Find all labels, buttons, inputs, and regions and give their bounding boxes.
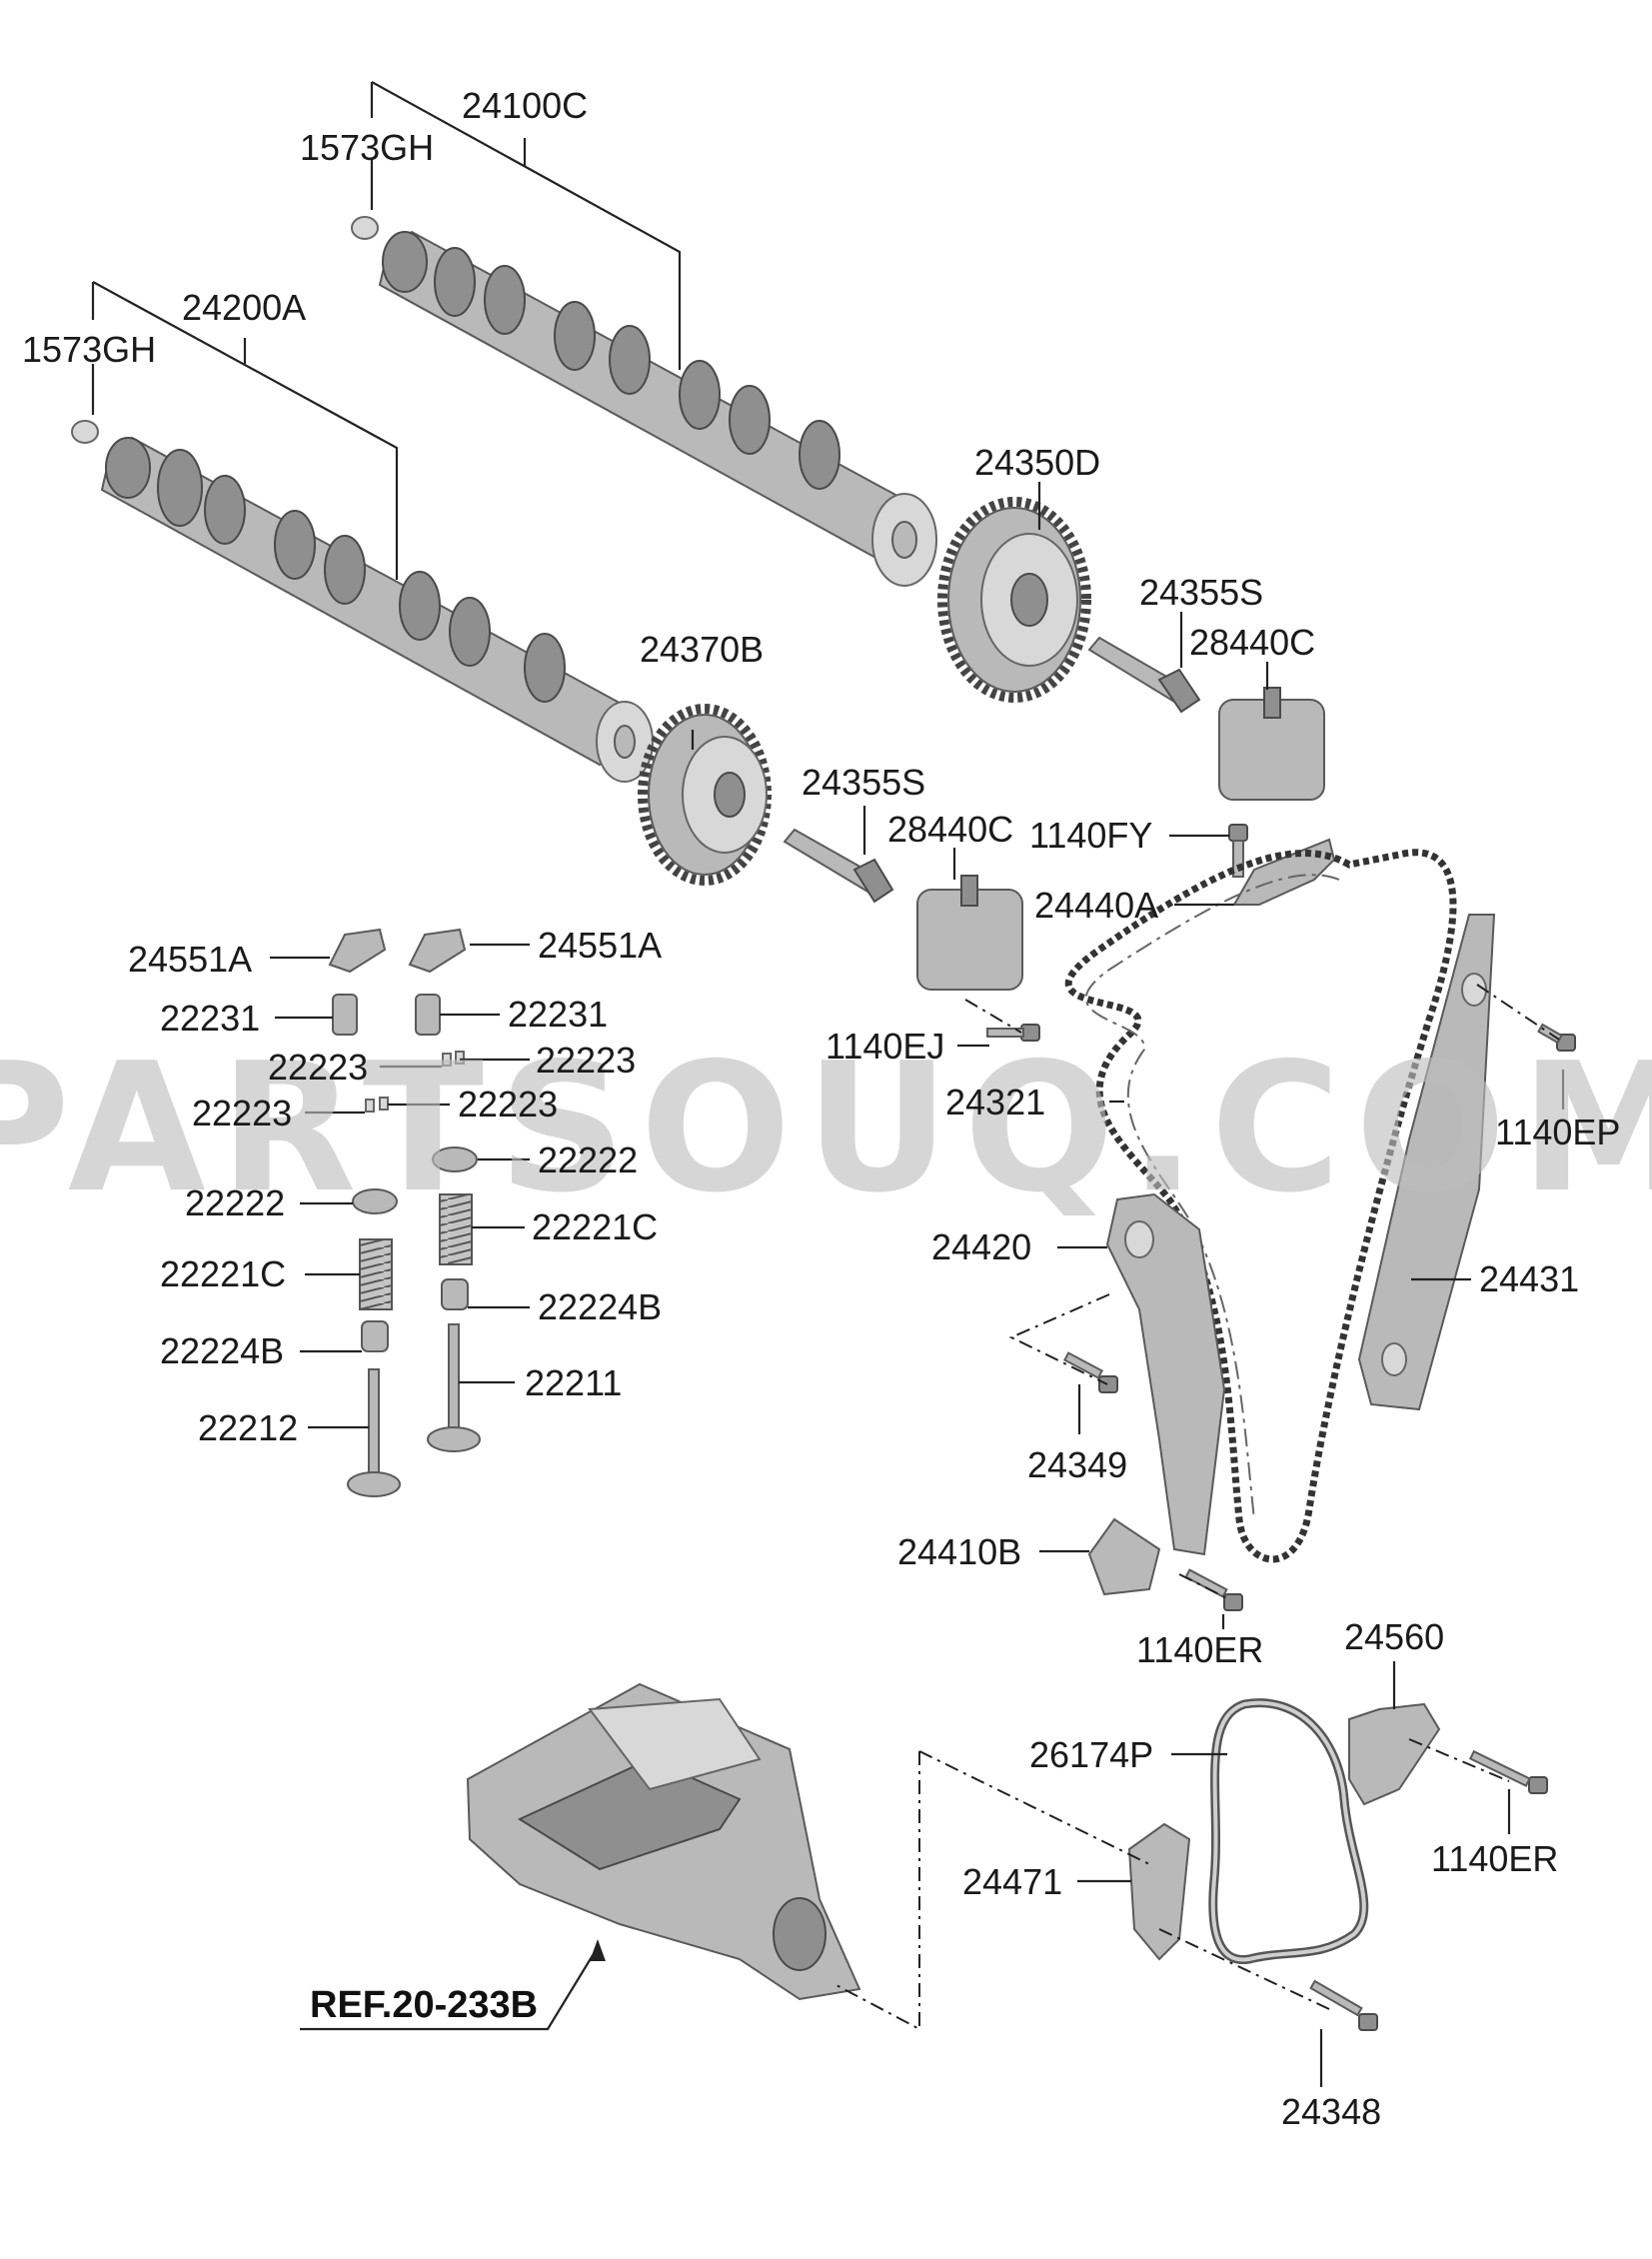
label-24410B[interactable]: 24410B [897,1531,1021,1572]
label-22221C-right[interactable]: 22221C [532,1206,658,1247]
chain-tensioner [1087,1517,1161,1596]
label-1140ER-upper[interactable]: 1140ER [1136,1629,1263,1670]
label-24100C[interactable]: 24100C [462,85,588,126]
label-24551A-right[interactable]: 24551A [538,925,662,966]
label-24471[interactable]: 24471 [962,1861,1062,1902]
camshaft-plug-lower [71,420,99,444]
label-24349[interactable]: 24349 [1027,1444,1127,1485]
label-24355S-upper[interactable]: 24355S [1139,572,1263,613]
label-24200A[interactable]: 24200A [182,287,306,328]
label-1573GH-upper[interactable]: 1573GH [300,127,434,168]
bolt-1140EJ [986,1024,1040,1042]
bolt-24348 [1309,1979,1378,2031]
label-24420[interactable]: 24420 [931,1226,1031,1267]
oil-control-solenoid-upper [1218,687,1325,801]
retainer-locks [365,1051,465,1113]
valve-intake [347,1368,401,1497]
valve-exhaust [427,1323,481,1452]
label-24551A-left[interactable]: 24551A [128,939,252,980]
camshaft-intake [378,230,937,587]
leader-lines [91,81,1565,2087]
reference-label[interactable]: REF.20-233B [310,1984,538,2026]
label-22223-4[interactable]: 22223 [458,1084,558,1125]
bolt-1140ER-lower [1468,1749,1548,1794]
rocker-arm-left [328,928,387,974]
spring-retainer-right [432,1146,478,1172]
label-24560[interactable]: 24560 [1344,1616,1444,1657]
valve-stem-seal-left [361,1320,389,1352]
lash-adjuster-left [332,994,358,1036]
cvvt-bolt-lower [783,828,894,904]
label-22221C-left[interactable]: 22221C [160,1253,286,1294]
label-24440A[interactable]: 24440A [1034,885,1158,926]
balance-shaft-chain [1208,1698,1369,1964]
label-1140EJ[interactable]: 1140EJ [826,1026,944,1067]
label-1140ER-lower[interactable]: 1140ER [1431,1838,1558,1879]
timing-chain [1065,849,1457,1563]
camshaft-exhaust [100,436,654,783]
dashed-leaders [833,984,1560,2031]
label-24321[interactable]: 24321 [945,1082,1045,1123]
watermark: PARTSOUQ.COM [0,1025,1652,1231]
oil-control-solenoid-lower [916,875,1023,991]
label-26174P[interactable]: 26174P [1029,1734,1153,1775]
label-24431[interactable]: 24431 [1479,1258,1579,1299]
label-22223-2[interactable]: 22223 [536,1040,636,1081]
label-22231-right[interactable]: 22231 [508,994,608,1035]
label-24355S-lower[interactable]: 24355S [802,762,925,803]
balance-chain-tensioner [1348,1702,1441,1806]
bolt-1140FY [1228,824,1248,878]
label-22223-3[interactable]: 22223 [192,1093,292,1133]
cvvt-bolt-upper [1087,636,1201,714]
balance-shaft-oil-pump-module [466,1682,861,2001]
valve-spring-left [359,1238,393,1310]
valve-spring-right [439,1193,473,1265]
cvvt-sprocket-lower [638,704,772,886]
label-22222-left[interactable]: 22222 [185,1182,285,1223]
label-22224B-left[interactable]: 22224B [160,1330,284,1371]
label-24348[interactable]: 24348 [1281,2091,1381,2132]
upper-chain-guide [1232,838,1336,906]
label-28440C-lower[interactable]: 28440C [887,809,1013,850]
bolt-24349 [1062,1351,1118,1393]
label-22223-1[interactable]: 22223 [268,1047,368,1088]
part-number-labels: 24100C 1573GH 24200A 1573GH 24350D 24355… [22,85,1620,2132]
label-22211[interactable]: 22211 [525,1362,622,1403]
label-28440C-upper[interactable]: 28440C [1189,622,1315,663]
label-22231-left[interactable]: 22231 [160,998,260,1039]
cvvt-sprocket-upper [937,497,1091,703]
label-1140FY[interactable]: 1140FY [1029,815,1152,856]
label-24350D[interactable]: 24350D [974,442,1100,483]
valve-stem-seal-right [441,1278,469,1310]
spring-retainer-left [352,1188,398,1214]
label-22212[interactable]: 22212 [198,1407,298,1448]
label-1573GH-lower[interactable]: 1573GH [22,329,156,370]
label-1140EP[interactable]: 1140EP [1495,1112,1620,1152]
label-24370B[interactable]: 24370B [640,629,764,670]
label-22224B-right[interactable]: 22224B [538,1286,662,1327]
tensioner-arm [1105,1192,1226,1556]
balance-chain-guide [1127,1822,1191,1961]
label-22222-right[interactable]: 22222 [538,1139,638,1180]
bolt-1140ER-upper [1184,1568,1243,1611]
rocker-arm-right [408,928,467,974]
camshaft-plug-upper [351,216,379,240]
chain-guide-right [1357,914,1496,1411]
